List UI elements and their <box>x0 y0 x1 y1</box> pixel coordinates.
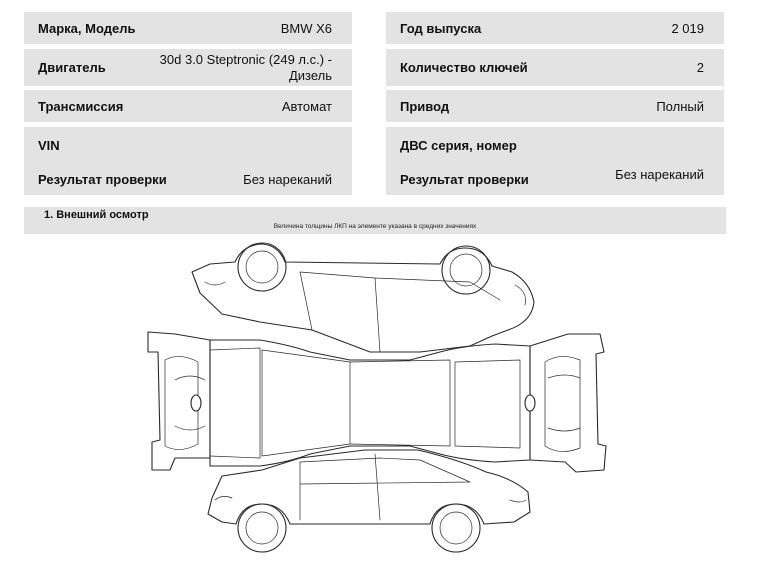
ice-check-label: Результат проверки <box>400 172 529 187</box>
section-title: 1. Внешний осмотр <box>44 209 149 221</box>
keys-label: Количество ключей <box>400 60 528 75</box>
vin-check-label: Результат проверки <box>38 172 167 187</box>
make-model-value: BMW X6 <box>280 21 332 36</box>
engine-label: Двигатель <box>38 60 106 75</box>
car-roof-view <box>209 339 531 467</box>
car-side-view-bottom <box>207 449 531 553</box>
engine-value-line2: Дизель <box>288 68 332 83</box>
vin-label: VIN <box>38 138 60 153</box>
make-model-row: Марка, Модель BMW X6 <box>24 12 352 44</box>
car-rear-view <box>524 333 607 473</box>
vin-check-value: Без нареканий <box>243 172 332 187</box>
transmission-label: Трансмиссия <box>38 99 124 114</box>
drive-row: Привод Полный <box>386 90 724 122</box>
keys-row: Количество ключей 2 <box>386 49 724 86</box>
ice-row: ДВС серия, номер Результат проверки Без … <box>386 127 724 195</box>
section-note: Величина толщины ЛКП на элементе указана… <box>273 223 477 230</box>
exterior-inspection-header: 1. Внешний осмотр Величина толщины ЛКП н… <box>24 207 726 234</box>
vin-row: VIN Результат проверки Без нареканий <box>24 127 352 195</box>
engine-value-line1: 30d 3.0 Steptronic (249 л.с.) - <box>159 52 332 67</box>
ice-label: ДВС серия, номер <box>400 138 517 153</box>
keys-value: 2 <box>696 60 704 75</box>
make-model-label: Марка, Модель <box>38 21 136 36</box>
transmission-row: Трансмиссия Автомат <box>24 90 352 122</box>
drive-value: Полный <box>656 99 704 114</box>
drive-label: Привод <box>400 99 450 114</box>
engine-row: Двигатель 30d 3.0 Steptronic (249 л.с.) … <box>24 49 352 86</box>
transmission-value: Автомат <box>281 99 332 114</box>
year-label: Год выпуска <box>400 21 482 36</box>
year-row: Год выпуска 2 019 <box>386 12 724 44</box>
ice-check-value: Без нареканий <box>615 167 704 182</box>
car-side-view-top <box>191 242 535 353</box>
year-value: 2 019 <box>671 21 704 36</box>
car-front-view <box>147 331 211 471</box>
